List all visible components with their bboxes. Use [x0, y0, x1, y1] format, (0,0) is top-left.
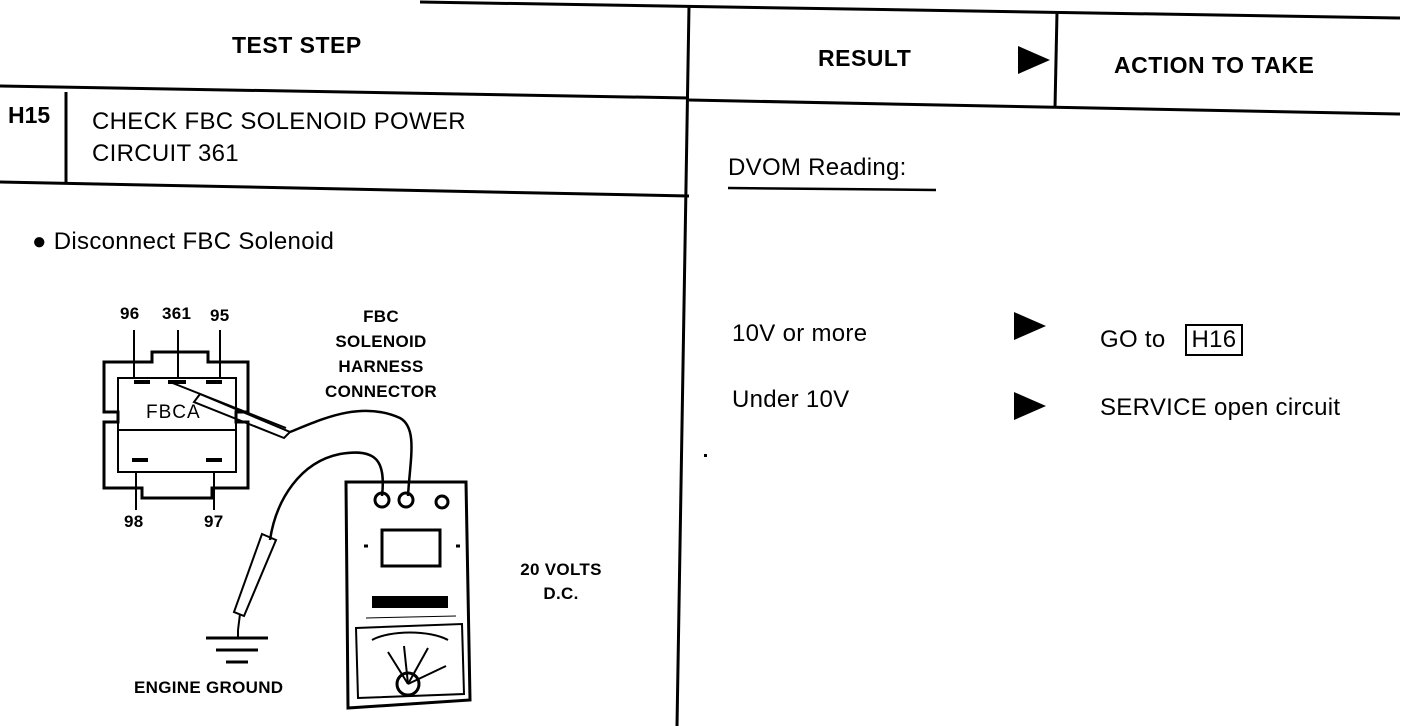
result-row-2-arrow-icon — [1014, 392, 1046, 420]
action-row-1-ref[interactable]: H16 — [1184, 324, 1244, 356]
pin-label-95: 95 — [210, 306, 230, 325]
pin-label-97: 97 — [204, 512, 224, 531]
bullet-icon: ● — [32, 228, 47, 255]
connector-label-line1: FBC — [363, 307, 399, 326]
action-row-1-prefix: GO to — [1100, 326, 1166, 353]
header-arrow-icon — [1018, 46, 1050, 74]
speck — [704, 454, 707, 457]
pin-label-98: 98 — [124, 512, 144, 531]
action-row-1: GO to H16 — [1100, 324, 1244, 356]
connector-marking: FBCA — [146, 402, 201, 423]
wiring-diagram — [102, 330, 472, 710]
instruction: ● Disconnect FBC Solenoid — [32, 228, 334, 256]
result-row-1-condition: 10V or more — [732, 320, 868, 347]
step-title-line2: CIRCUIT 361 — [92, 140, 239, 167]
connector-label-line3: HARNESS — [338, 357, 424, 376]
header-action: ACTION TO TAKE — [1114, 52, 1315, 78]
pin-label-361: 361 — [162, 304, 192, 323]
step-title-line1: CHECK FBC SOLENOID POWER — [92, 108, 466, 135]
pin-label-96: 96 — [120, 304, 140, 323]
instruction-text: Disconnect FBC Solenoid — [53, 228, 335, 255]
header-test-step: TEST STEP — [232, 32, 362, 58]
ground-label: ENGINE GROUND — [134, 678, 284, 697]
action-row-2: SERVICE open circuit — [1100, 394, 1341, 421]
header-result: RESULT — [818, 45, 912, 71]
connector-label-line2: SOLENOID — [335, 332, 427, 351]
result-heading: DVOM Reading: — [728, 154, 907, 181]
meter-setting-line2: D.C. — [543, 584, 579, 603]
connector-label-line4: CONNECTOR — [325, 382, 437, 401]
result-row-2-condition: Under 10V — [732, 386, 850, 413]
step-id: H15 — [8, 102, 51, 128]
meter-setting: 20 VOLTS D.C. — [496, 558, 626, 606]
result-row-1-arrow-icon — [1014, 312, 1046, 340]
meter-setting-line1: 20 VOLTS — [520, 560, 602, 579]
connector-label: FBC SOLENOID HARNESS CONNECTOR — [296, 304, 466, 404]
